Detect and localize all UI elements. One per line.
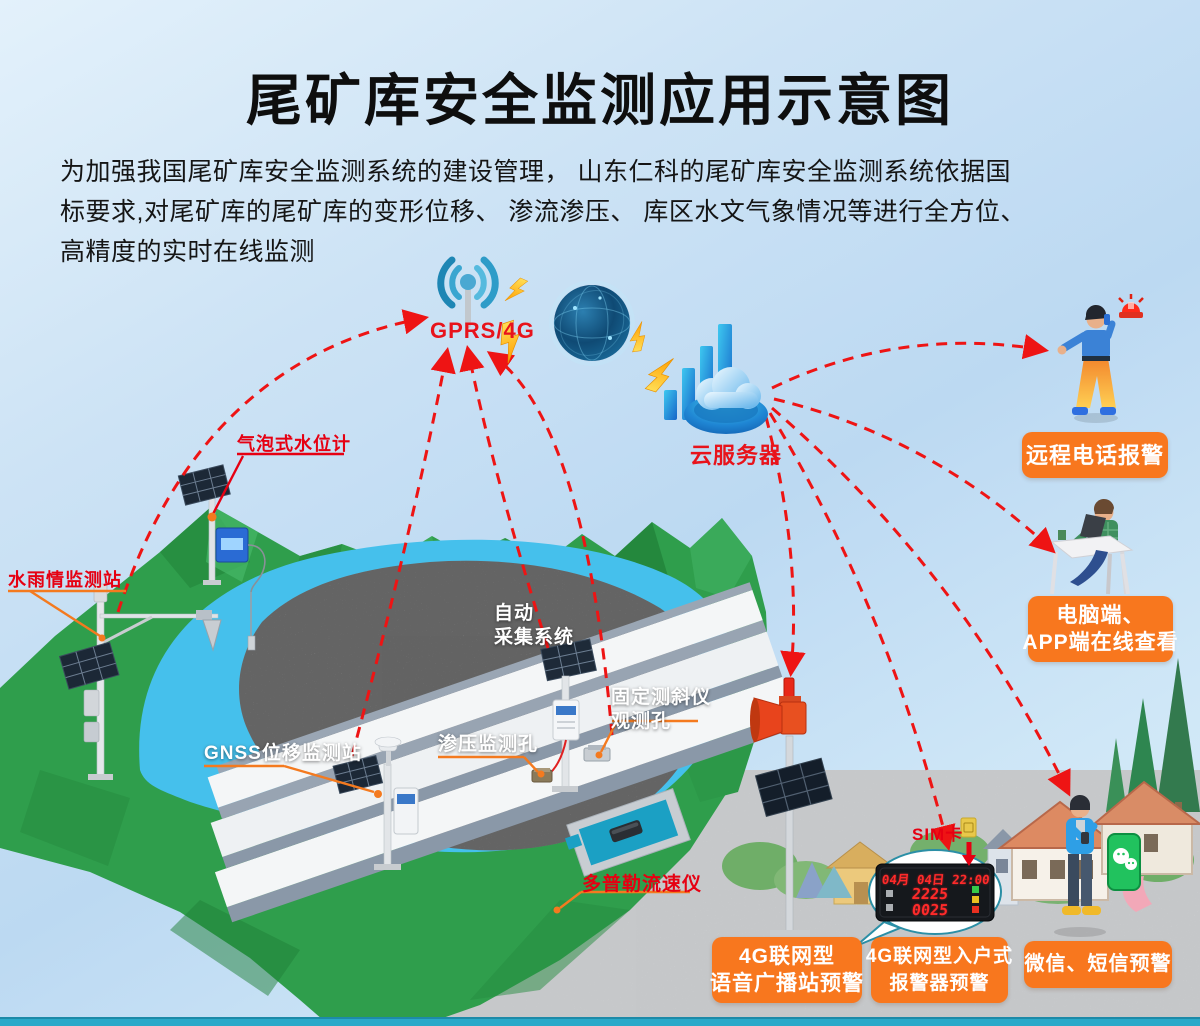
house-right-icon — [1091, 780, 1200, 875]
led-value-2: 0025 — [910, 901, 950, 919]
alert-broadcast-line2: 语音广播站预警 — [710, 972, 864, 995]
alert-online-line2: APP端在线查看 — [1022, 631, 1179, 654]
person-checking-phone — [1054, 794, 1106, 937]
bubble-water-level-station — [177, 464, 266, 651]
bottom-strip — [0, 1018, 1200, 1026]
seepage-hole-label: 渗压监测孔 — [438, 734, 539, 755]
arrow-cloud-to-wechat-person — [771, 406, 1071, 797]
alert-home-alarm-button: 4G联网型入户式 报警器预警 — [866, 937, 1012, 1003]
arrow-cloud-to-display — [768, 412, 956, 851]
auto-collect-label-line2: 采集系统 — [494, 627, 575, 648]
inclinometer-label-line1: 固定测斜仪 — [611, 687, 712, 708]
gprs-gateway-label: GPRS/4G — [430, 318, 535, 343]
cloud-server-label: 云服务器 — [690, 443, 783, 468]
sim-card-icon — [960, 817, 977, 866]
auto-collect-label-line1: 自动 — [494, 603, 535, 624]
warning-light-icon — [783, 677, 795, 699]
data-flow-arrows — [116, 309, 1071, 851]
water-rain-station — [58, 583, 222, 780]
auto-collection-station — [539, 638, 597, 792]
arrow-cloud-to-laptop-person — [773, 397, 1056, 554]
alarm-siren-icon — [1118, 294, 1144, 318]
globe-icon — [549, 280, 635, 366]
alert-phone-label: 远程电话报警 — [1025, 442, 1164, 468]
alert-wechat-sms-label: 微信、短信预警 — [1024, 953, 1172, 975]
cloud-server-icon — [664, 324, 768, 434]
arrow-collector-to-gateway — [459, 344, 550, 649]
doppler-channel — [564, 787, 691, 877]
doppler-label: 多普勒流速仪 — [582, 874, 703, 895]
page-title: 尾矿库安全监测应用示意图 — [246, 69, 954, 132]
broadcast-horn-station — [750, 677, 833, 937]
led-display-panel — [875, 863, 995, 922]
arrow-gnss-to-gateway — [350, 346, 456, 757]
sim-card-label: SIM卡 — [912, 825, 964, 844]
tent-icon — [816, 866, 852, 898]
person-at-laptop — [1050, 498, 1134, 595]
led-display-bubble — [855, 849, 1002, 947]
bottom-strip-edge — [0, 1017, 1200, 1019]
gprs-antenna-icon — [437, 256, 499, 328]
phone-icon — [1104, 314, 1110, 325]
alert-online-button: 电脑端、 APP端在线查看 — [1022, 596, 1178, 662]
alert-home-alarm-line2: 报警器预警 — [889, 973, 990, 994]
hand-with-wechat-phone — [1107, 833, 1152, 912]
description-line-2: 标要求,对尾矿库的尾矿库的变形位移、 渗流渗压、 库区水文气象情况等进行全方位、 — [60, 198, 1026, 226]
laptop-icon — [1080, 514, 1106, 540]
alert-wechat-sms-button: 微信、短信预警 — [1024, 941, 1172, 988]
pine-tree-icon — [1106, 658, 1200, 816]
alert-broadcast-line1: 4G联网型 — [738, 945, 835, 968]
arrow-inclinometer-to-gateway — [486, 351, 614, 736]
arrow-cloud-to-phone-person — [771, 334, 1050, 390]
person-phone-call — [1057, 304, 1118, 423]
tent-icon — [796, 862, 828, 898]
arrow-cloud-to-horn — [764, 416, 806, 678]
description-line-1: 为加强我国尾矿库安全监测系统的建设管理， 山东仁科的尾矿库安全监测系统依据国 — [60, 158, 1011, 186]
horn-speaker-icon — [779, 701, 807, 735]
alert-home-alarm-line1: 4G联网型入户式 — [865, 946, 1014, 967]
alert-phone-button: 远程电话报警 — [1022, 432, 1168, 478]
arrow-waterrain-to-gateway — [116, 309, 430, 613]
phone-icon — [1081, 832, 1089, 844]
inclinometer-label-line2: 观测孔 — [611, 711, 672, 732]
bubble-water-level-label: 气泡式水位计 — [237, 434, 351, 454]
gnss-station — [332, 736, 419, 870]
alert-online-line1: 电脑端、 — [1056, 604, 1145, 627]
label-callouts — [8, 452, 698, 914]
description-line-3: 高精度的实时在线监测 — [60, 238, 316, 266]
alert-broadcast-button: 4G联网型 语音广播站预警 — [710, 937, 864, 1003]
gnss-station-label: GNSS位移监测站 — [204, 743, 362, 764]
water-rain-station-label: 水雨情监测站 — [8, 570, 122, 590]
